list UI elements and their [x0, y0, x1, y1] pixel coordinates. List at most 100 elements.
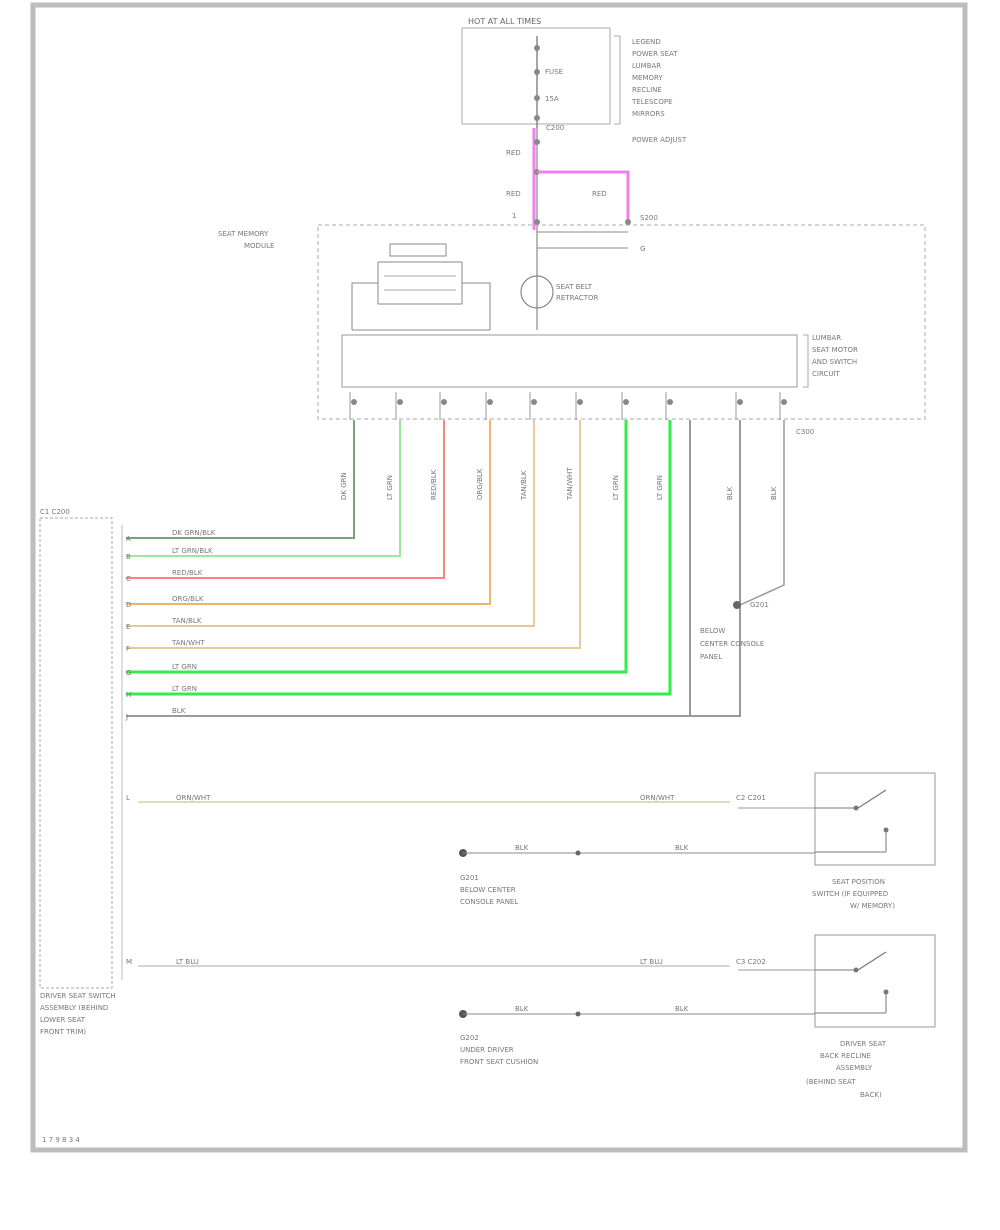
harness-wires: DK GRN/BLK A LT GRN/BLK B RED/BLK C ORG/BLK D TA…	[125, 392, 787, 721]
seat-switch-pin: D	[126, 601, 131, 609]
sw1-wire-right: ORN/WHT	[640, 794, 675, 802]
seat-back-recline-switch: M LT BLU LT BLU C3 C202 BLK BLK G202 UND…	[126, 934, 936, 1099]
module-connector: C300	[796, 428, 814, 436]
seat-switch-label-3: LOWER SEAT	[40, 1016, 86, 1024]
footer-code: 1 7 9 8 3 4	[42, 1136, 80, 1144]
seat-switch-pin: E	[126, 623, 130, 631]
module-label-1: SEAT MEMORY	[218, 230, 269, 238]
seat-switch-pin: C	[126, 575, 131, 583]
seat-switch-wire-label: LT GRN/BLK	[172, 547, 213, 555]
sw2-ground-1: G202	[460, 1034, 479, 1042]
sw2-label-2: BACK RECLINE	[820, 1052, 871, 1060]
motor-label-2: RETRACTOR	[556, 294, 598, 302]
sw2-label-5: BACK)	[860, 1091, 882, 1099]
retractor-motor-icon	[520, 275, 554, 309]
vertical-wire-label: TAN/WHT	[566, 467, 574, 501]
splice-label: S200	[640, 214, 658, 222]
module-pin	[577, 399, 583, 405]
seat-switch-label-4: FRONT TRIM)	[40, 1028, 86, 1036]
vertical-wire-label: BLK	[770, 486, 778, 500]
seat-switch-pin: B	[126, 553, 131, 561]
sw2-box	[814, 934, 936, 1028]
harness-wire	[126, 420, 491, 605]
power-wire-top: RED	[506, 149, 521, 157]
sw2-label-1: DRIVER SEAT	[840, 1040, 887, 1048]
svg-text:AND SWITCH: AND SWITCH	[812, 358, 857, 366]
seat-switch-label-1: DRIVER SEAT SWITCH	[40, 992, 116, 1000]
harness-wire	[126, 420, 581, 649]
seat-switch-pin: J	[125, 713, 128, 721]
svg-text:POWER SEAT: POWER SEAT	[632, 50, 678, 58]
sw1-box	[814, 772, 936, 866]
seat-switch-box	[39, 517, 113, 989]
vertical-wire-label: BLK	[726, 486, 734, 500]
module-ground-label-3: PANEL	[700, 653, 722, 661]
fuse-block: HOT AT ALL TIMES FUSE 15A C200 LEGEND PO…	[461, 17, 687, 144]
ground-tag: G	[640, 245, 645, 253]
module-notes: LUMBAR SEAT MOTOR AND SWITCH CIRCUIT	[812, 334, 858, 378]
fuse-connector: C200	[546, 124, 564, 132]
power-wire-mid: RED	[506, 190, 521, 198]
sw2-gnd-wire-2: BLK	[675, 1005, 689, 1013]
seat-switch-pin: A	[126, 535, 131, 543]
harness-wire	[126, 420, 445, 579]
svg-text:LUMBAR: LUMBAR	[632, 62, 661, 70]
module-ground: G201 BELOW CENTER CONSOLE PANEL	[700, 601, 769, 661]
seat-switch-wire-label: RED/BLK	[172, 569, 203, 577]
module-ground-id: G201	[750, 601, 769, 609]
vertical-wire-label: LT GRN	[656, 475, 664, 500]
diagram-frame	[30, 2, 968, 1153]
seat-switch-wire-label: BLK	[172, 707, 186, 715]
vertical-wire-label: ORG/BLK	[476, 468, 484, 500]
vertical-wire-label: TAN/BLK	[520, 470, 528, 501]
power-tag: 1	[512, 212, 516, 220]
svg-text:M: M	[126, 958, 132, 966]
sw2-ground-3: FRONT SEAT CUSHION	[460, 1058, 538, 1066]
harness-wire	[126, 420, 672, 696]
sw1-wire-left: ORN/WHT	[176, 794, 211, 802]
sw1-label-1: SEAT POSITION	[832, 878, 885, 886]
sw1-ground-2: BELOW CENTER	[460, 886, 516, 894]
harness-wire	[126, 420, 355, 539]
power-wire-branch: RED	[592, 190, 607, 198]
sw2-wire-right: LT BLU	[640, 958, 663, 966]
power-feed: RED RED RED S200 1 G	[506, 128, 658, 330]
module-pin	[531, 399, 537, 405]
seat-switch-wire-label: DK GRN/BLK	[172, 529, 216, 537]
module-ground-label-1: BELOW	[700, 627, 725, 635]
svg-text:LEGEND: LEGEND	[632, 38, 661, 46]
module-outline	[317, 224, 926, 420]
sw1-ground-3: CONSOLE PANEL	[460, 898, 518, 906]
svg-text:TELESCOPE: TELESCOPE	[631, 98, 673, 106]
module-pin	[487, 399, 493, 405]
seat-switch-pin: H	[126, 691, 131, 699]
sw1-label-2: SWITCH (IF EQUIPPED	[812, 890, 888, 898]
module-label-2: MODULE	[244, 242, 274, 250]
svg-text:RECLINE: RECLINE	[632, 86, 662, 94]
fuse-rating: 15A	[545, 95, 559, 103]
sw2-gnd-wire-1: BLK	[515, 1005, 529, 1013]
seat-switch-wire-label: TAN/BLK	[171, 617, 202, 625]
sw1-label-3: W/ MEMORY)	[850, 902, 895, 910]
module-pin	[441, 399, 447, 405]
fuse-block-box	[461, 27, 611, 125]
module-pin	[623, 399, 629, 405]
harness-wire	[126, 420, 535, 627]
harness-wire	[126, 420, 401, 557]
vertical-wire-label: LT GRN	[386, 475, 394, 500]
seat-switch-label-2: ASSEMBLY (BEHIND	[40, 1004, 108, 1012]
module-pin	[351, 399, 357, 405]
ground-icon	[733, 601, 741, 609]
module-pin	[397, 399, 403, 405]
fuse-block-title: HOT AT ALL TIMES	[468, 17, 541, 26]
fuse-label: FUSE	[545, 68, 563, 76]
vertical-wire-label: LT GRN	[612, 475, 620, 500]
sw2-label-3: ASSEMBLY	[836, 1064, 873, 1072]
seat-position-switch: L ORN/WHT ORN/WHT C2 C201 BLK BLK G201 B…	[126, 772, 936, 910]
module-pin	[781, 399, 787, 405]
motor-label-1: SEAT BELT	[556, 283, 593, 291]
seat-switch-wire-label: TAN/WHT	[171, 639, 205, 647]
svg-text:MEMORY: MEMORY	[632, 74, 663, 82]
svg-text:LUMBAR: LUMBAR	[812, 334, 841, 342]
